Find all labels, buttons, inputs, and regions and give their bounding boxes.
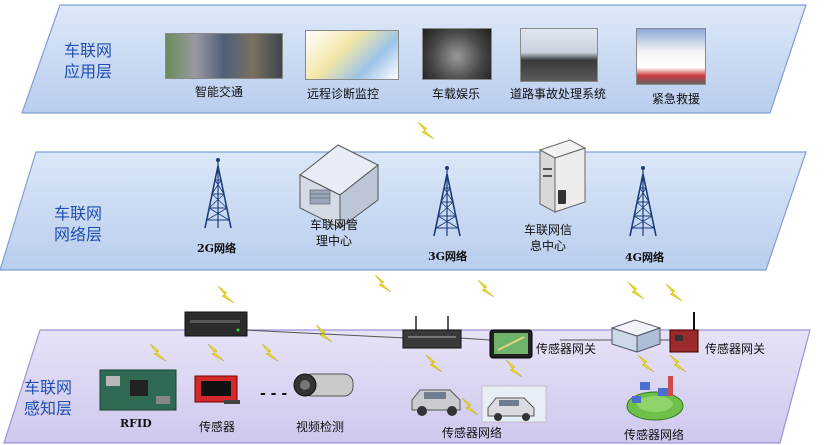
video-detection-label: 视频检测 [296,420,345,434]
tower-3g-label: 3G网络 [428,250,468,263]
link-line [244,329,406,339]
perception-layer-plane [3,329,811,444]
application-layer-title: 车联网 应用层 [64,40,112,82]
wireless-bolt-icon [665,283,683,302]
tower-4g-label: 4G网络 [625,251,665,264]
management-center-icon [299,144,379,229]
gps-navigator-device [489,329,533,359]
app-label-emergency-rescue: 紧急救援 [652,92,701,106]
layer-title-line: 车联网 [24,378,73,397]
sensor-network-label-2: 传感器网络 [624,428,685,442]
app-label-remote-diagnosis: 远程诊断监控 [307,87,380,101]
wireless-bolt-icon [477,279,495,298]
sensor-label: 传感器 [199,420,236,434]
road-accident-system-image [520,28,598,82]
layer-title-line: 感知层 [24,399,73,418]
link-line [459,337,491,341]
ellipsis-label: - - - [260,386,288,402]
wireless-bolt-icon [627,281,645,300]
sensor-device [194,375,240,404]
wireless-bolt-icon [417,121,435,140]
application-layer-plane [21,4,807,114]
management-center-label: 车联网管 理中心 [310,217,358,249]
layer-title-line: 车联网 [64,41,113,60]
video-camera-device [293,373,354,397]
wireless-bolt-icon [217,285,235,304]
info-center-label: 车联网信 息中心 [524,222,572,254]
remote-diagnosis-image [305,30,399,80]
wireless-bolt-icon [374,274,392,293]
network-layer-title: 车联网 网络层 [54,203,102,245]
car-2-icon [481,385,547,423]
layer-title-line: 网络层 [54,225,103,244]
info-center-label-line: 息中心 [530,239,567,253]
smart-traffic-image [165,33,283,79]
app-label-entertainment: 车载娱乐 [432,87,481,101]
router-device [402,316,462,349]
dtu-router-device [184,311,248,337]
sensor-network-globe-icon [626,376,684,421]
tower-2g-label: 2G网络 [197,242,237,255]
network-layer-plane [0,151,807,271]
management-center-label-line: 车联网管 [310,218,359,232]
gateway-label-1: 传感器网关 [536,342,597,356]
layer-title-line: 应用层 [64,62,113,81]
app-label-accident-system: 道路事故处理系统 [510,87,607,101]
sensor-board-device [669,312,699,353]
rfid-board-device [99,369,177,411]
perception-layer-title: 车联网 感知层 [24,377,72,419]
sensor-network-label-1: 传感器网络 [442,426,503,440]
management-center-label-line: 理中心 [316,234,353,248]
in-car-entertainment-image [422,28,492,80]
app-label-smart-traffic: 智能交通 [195,85,244,99]
gateway-label-2: 传感器网关 [705,342,766,356]
gateway-box-device [610,319,662,353]
rfid-label: RFID [120,417,152,430]
emergency-rescue-image [636,28,706,85]
layer-title-line: 车联网 [54,204,103,223]
info-center-server-icon [538,139,587,213]
info-center-label-line: 车联网信 [524,223,573,237]
car-1-icon [411,389,461,416]
